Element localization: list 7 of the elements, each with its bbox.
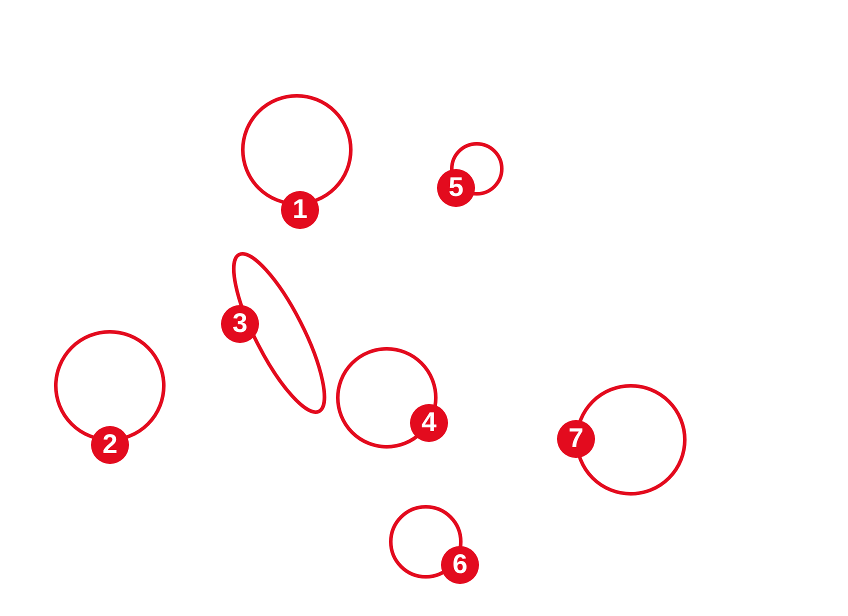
callout-number: 4 bbox=[410, 404, 448, 442]
callout-number: 2 bbox=[90, 426, 129, 464]
callout-number: 7 bbox=[557, 420, 595, 458]
callout-number: 3 bbox=[221, 304, 259, 343]
callout-number: 1 bbox=[280, 190, 319, 229]
callout-number: 6 bbox=[440, 546, 479, 584]
callout-number: 5 bbox=[437, 168, 475, 207]
